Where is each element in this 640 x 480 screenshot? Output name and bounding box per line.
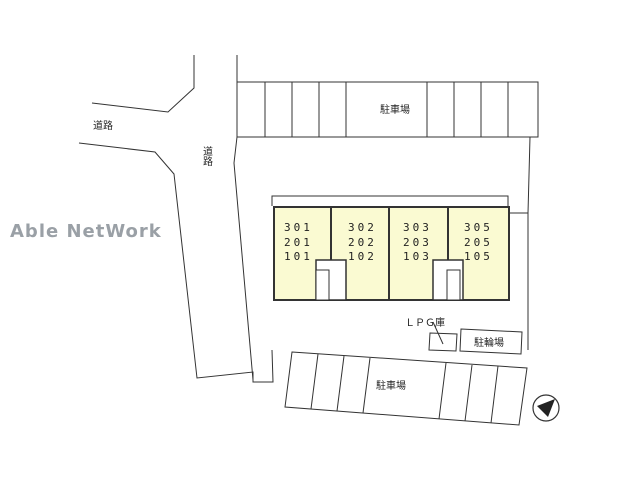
- entrance-step-1: [315, 269, 330, 301]
- unit-numbers: 301 201 101 302 202 102 303 203 103 305 …: [284, 221, 493, 263]
- compass-icon: [532, 394, 560, 422]
- parking-bottom: [284, 351, 528, 426]
- unit-number: 302: [348, 221, 377, 234]
- parking-label-bottom: 駐車場: [376, 379, 406, 392]
- balcony-line: [271, 195, 509, 206]
- road-label-left: 道路: [93, 119, 113, 132]
- unit-number: 205: [464, 236, 493, 249]
- bicycle-parking-label: 駐輪場: [474, 336, 504, 349]
- unit-number: 201: [284, 236, 313, 249]
- road-outlines: [78, 55, 274, 383]
- building: [273, 206, 510, 301]
- parking-label-top: 駐車場: [380, 103, 410, 116]
- unit-number: 103: [403, 250, 432, 263]
- bicycle-parking: [459, 328, 523, 355]
- unit-number: 101: [284, 250, 313, 263]
- lpg-storage-label: ＬＰＧ庫: [405, 316, 445, 329]
- unit-number: 303: [403, 221, 432, 234]
- entrance-step-2: [446, 269, 461, 301]
- unit-number: 102: [348, 250, 377, 263]
- unit-number: 203: [403, 236, 432, 249]
- unit-number: 202: [348, 236, 377, 249]
- road-label-center: 道路: [201, 145, 213, 167]
- unit-number: 105: [464, 250, 493, 263]
- unit-block-3: [388, 206, 449, 301]
- watermark: Able NetWork: [10, 221, 162, 242]
- lpg-storage: [428, 321, 458, 352]
- unit-number: 305: [464, 221, 493, 234]
- parking-top: [236, 81, 539, 138]
- unit-number: 301: [284, 221, 313, 234]
